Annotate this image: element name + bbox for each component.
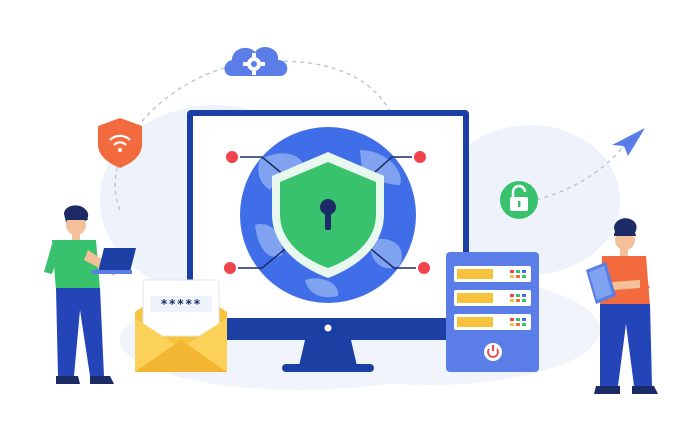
security-shield-keyhole-icon [272,152,384,278]
server-rack-icon [446,252,539,372]
server-unit-2 [454,290,531,306]
server-unit-3 [454,314,531,330]
paper-plane-icon [612,128,645,156]
power-icon [484,343,502,361]
padlock-icon [500,181,538,219]
person-left-with-laptop [44,205,136,384]
server-unit-1 [454,266,531,282]
laptop-icon [92,248,136,274]
password-mask-text: ***** [160,297,201,311]
cloud-gear-icon [224,46,288,76]
circuit-nodes [222,149,432,276]
wifi-shield-icon [98,118,142,168]
tablet-icon [586,262,616,304]
person-right-with-tablet [586,218,658,394]
envelope-icon: ***** [135,279,227,372]
